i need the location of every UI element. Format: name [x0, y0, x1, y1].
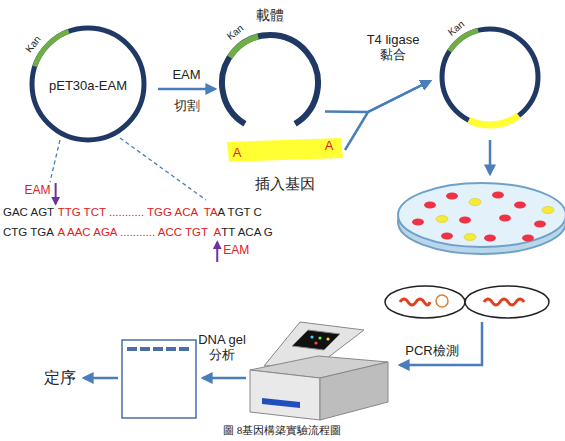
- sticky-end-label: A: [233, 146, 242, 160]
- flow-arrow: [158, 88, 215, 91]
- plasmid-circle: pET30a-EAMKan: [18, 12, 158, 152]
- vector-label: 載體: [256, 8, 284, 23]
- flow-arrow: [489, 140, 492, 174]
- open-vector-outline: [215, 5, 325, 135]
- gel-image: [122, 340, 196, 418]
- pcr-machine: [250, 322, 388, 420]
- sequence-text: A TGT C: [218, 206, 262, 219]
- plasmid-name: pET30a-EAM: [49, 79, 127, 93]
- flow-arrow: [84, 377, 118, 380]
- cut-site-arrow: [55, 183, 57, 204]
- sticky-end-label: A: [325, 139, 334, 153]
- edge-label: T4 ligase 黏合: [358, 33, 428, 63]
- flow-arrow: [400, 322, 482, 365]
- step-label: PCR檢測: [405, 344, 458, 359]
- step-label: 切割: [174, 99, 200, 114]
- figure-caption: 圖 8基因構築實驗流程圖: [223, 424, 341, 437]
- resistance-gene-label: Kan: [225, 22, 246, 42]
- open-vector: 載體 Kan: [215, 5, 325, 135]
- cut-site-arrow: [216, 242, 218, 262]
- edge-label: EAM: [170, 68, 202, 83]
- sequence-text: TTG TCT ........... TGG ACA TA: [58, 206, 218, 219]
- enzyme-site-label: EAM: [25, 184, 51, 198]
- leader-line: [50, 140, 60, 182]
- flow-arrow: [345, 81, 430, 150]
- petri-dish: [398, 183, 565, 254]
- sequence-text: TT ACA G: [221, 226, 273, 239]
- recombinant-plasmid: Kan: [430, 15, 550, 135]
- insert-label: 插入基因: [255, 176, 315, 193]
- sequence-text: A AAC AGA ........... ACC TGT A: [57, 226, 221, 239]
- enzyme-site-label: EAM: [223, 244, 249, 258]
- sequence-text: GAC AGT: [3, 206, 54, 219]
- step-label: DNA gel 分析: [196, 333, 248, 363]
- flow-arrow: [203, 377, 246, 380]
- step-label: 定序: [44, 369, 76, 387]
- bacterial-cell: [465, 286, 549, 318]
- leader-line: [120, 138, 206, 200]
- bacterial-cell: [385, 286, 465, 318]
- insert-gene-band: A A 插入基因: [225, 138, 345, 196]
- sequence-text: CTG TGA: [3, 226, 54, 239]
